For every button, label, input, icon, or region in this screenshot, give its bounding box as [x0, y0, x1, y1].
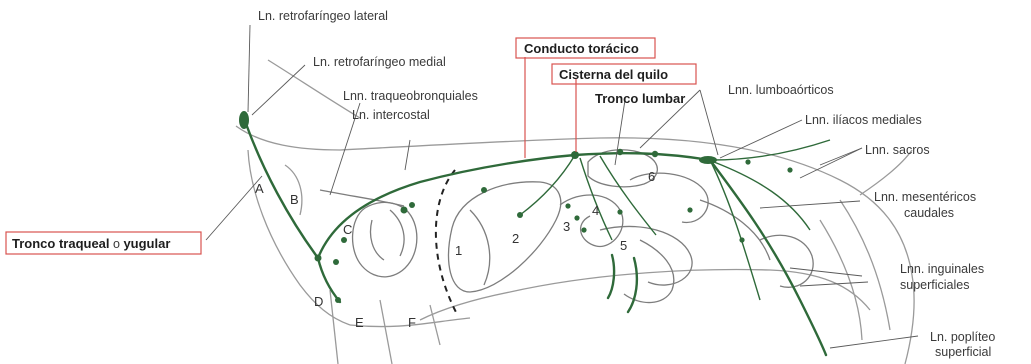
organ-number-4: 4: [592, 203, 599, 218]
label-tronco-traqueal-part1: Tronco traqueal: [12, 236, 110, 251]
label-mesentericos-1: Lnn. mesentéricos: [874, 190, 976, 204]
label-tronco-traqueal: Tronco traqueal o yugular: [12, 236, 170, 251]
label-inguinales-1: Lnn. inguinales: [900, 262, 984, 276]
thoracic-duct: [318, 155, 575, 258]
label-tronco-traqueal-part3: yugular: [123, 236, 170, 251]
label-tronco-traqueal-part2: o: [110, 237, 124, 251]
label-popliteo-2: superficial: [935, 345, 991, 359]
label-inguinales-2: superficiales: [900, 278, 969, 292]
organ-number-3: 3: [563, 219, 570, 234]
label-sacros: Lnn. sacros: [865, 143, 930, 157]
label-cisterna-del-quilo: Cisterna del quilo: [559, 67, 668, 82]
label-retrofaringeo-lateral: Ln. retrofaríngeo lateral: [258, 9, 388, 23]
region-letter-E: E: [355, 315, 364, 330]
region-letter-B: B: [290, 192, 299, 207]
region-letter-A: A: [255, 181, 264, 196]
organ-number-1: 1: [455, 243, 462, 258]
organ-number-2: 2: [512, 231, 519, 246]
label-lumboaorticos: Lnn. lumboaórticos: [728, 83, 834, 97]
label-popliteo-1: Ln. poplíteo: [930, 330, 995, 344]
heart: [353, 202, 417, 276]
label-retrofaringeo-medial: Ln. retrofaríngeo medial: [313, 55, 446, 69]
label-traqueobronquiales: Lnn. traqueobronquiales: [343, 89, 478, 103]
region-letter-D: D: [314, 294, 323, 309]
label-conducto-toracico: Conducto torácico: [524, 41, 639, 56]
region-letter-F: F: [408, 315, 416, 330]
organ-number-6: 6: [648, 169, 655, 184]
label-iliacos-mediales: Lnn. ilíacos mediales: [805, 113, 922, 127]
label-mesentericos-2: caudales: [904, 206, 954, 220]
organ-number-5: 5: [620, 238, 627, 253]
body-outline: [236, 60, 914, 364]
label-intercostal: Ln. intercostal: [352, 108, 430, 122]
region-letter-C: C: [343, 222, 352, 237]
liver: [449, 182, 561, 292]
label-tronco-lumbar: Tronco lumbar: [595, 91, 685, 106]
kidney: [588, 150, 657, 187]
